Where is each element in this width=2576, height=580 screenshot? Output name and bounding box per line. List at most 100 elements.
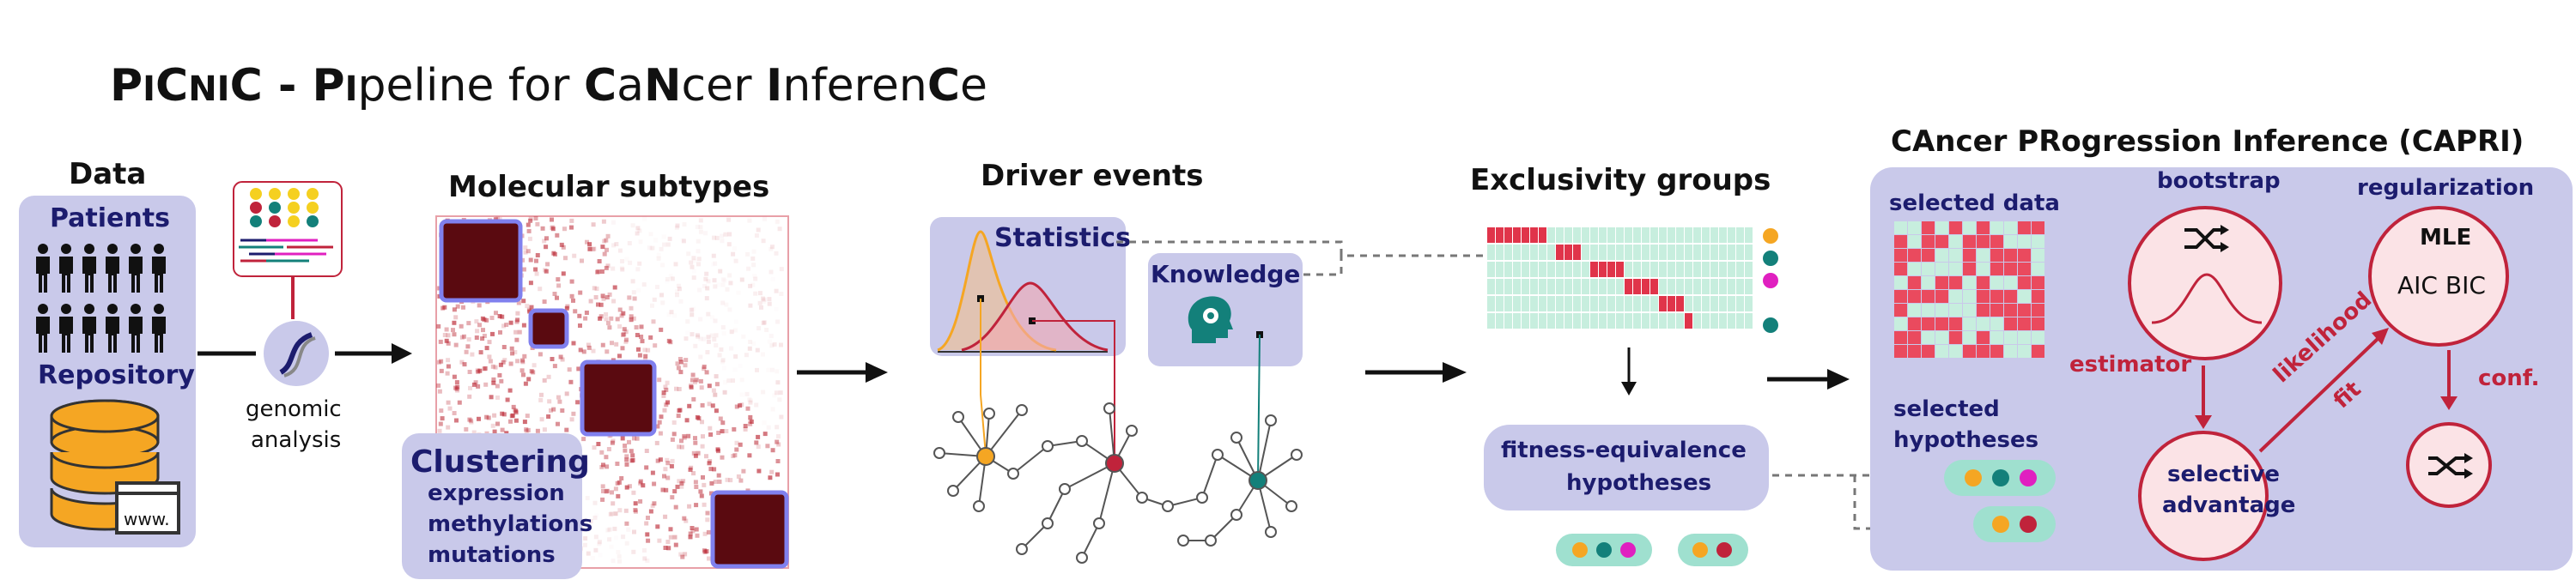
heatmap-cell — [624, 454, 629, 459]
matrix-cell — [1625, 279, 1632, 294]
repository-label: Repository — [38, 360, 195, 390]
person-icon — [152, 244, 166, 293]
heatmap-cell — [722, 331, 726, 335]
heatmap-cell — [446, 364, 451, 369]
heatmap-cell — [691, 471, 696, 476]
heatmap-cell — [713, 392, 718, 397]
heatmap-cell — [726, 217, 732, 222]
heatmap-cell — [637, 228, 642, 233]
heatmap-cell — [729, 329, 734, 335]
heatmap-cell — [495, 421, 500, 426]
matrix-cell — [1685, 313, 1692, 329]
heatmap-cell — [652, 297, 657, 302]
heatmap-cell — [702, 482, 707, 487]
heatmap-cell — [635, 436, 640, 441]
heatmap-cell — [462, 362, 467, 367]
selected-data-cell — [1990, 276, 2003, 289]
heatmap-cell — [495, 216, 500, 221]
heatmap-cell — [716, 473, 721, 478]
matrix-cell — [1496, 279, 1504, 294]
heatmap-cell — [665, 400, 670, 405]
database-icon — [50, 399, 180, 535]
heatmap-cell — [723, 380, 727, 384]
heatmap-cell — [665, 277, 670, 281]
heatmap-cell — [709, 333, 714, 338]
matrix-cell — [1607, 313, 1615, 329]
heatmap-cell — [459, 359, 465, 365]
chip-dot — [269, 188, 281, 200]
heatmap-cell — [624, 457, 629, 462]
heatmap-cell — [705, 511, 710, 516]
matrix-cell — [1487, 245, 1495, 260]
heatmap-cell — [690, 307, 695, 311]
heatmap-cell — [546, 374, 551, 379]
heatmap-cell — [766, 368, 770, 372]
heatmap-cell — [510, 351, 515, 356]
heatmap-cell — [683, 358, 689, 363]
heatmap-cell — [495, 384, 500, 389]
selected-data-cell — [1894, 331, 1907, 344]
heatmap-cell — [517, 329, 522, 335]
heatmap-cell — [747, 218, 752, 223]
heatmap-cell — [620, 259, 625, 263]
heatmap-cell — [713, 480, 718, 484]
matrix-cell — [1736, 279, 1744, 294]
heatmap-cell — [544, 245, 549, 250]
matrix-cell — [1659, 313, 1667, 329]
heatmap-cell — [672, 313, 677, 317]
heatmap-cell — [777, 397, 782, 402]
heatmap-cell — [650, 246, 654, 251]
matrix-cell — [1728, 279, 1735, 294]
network-edge — [1047, 488, 1066, 524]
matrix-cell — [1728, 313, 1735, 329]
heatmap-cell — [440, 416, 445, 421]
selected-data-cell — [2018, 331, 2031, 344]
heatmap-cell — [490, 423, 495, 428]
selected-data-cell — [2032, 331, 2044, 344]
matrix-cell — [1710, 262, 1718, 277]
selected-data-cell — [1935, 249, 1948, 262]
matrix-cell — [1745, 296, 1753, 311]
heatmap-cell — [670, 276, 675, 281]
exclusivity-matrix — [1487, 227, 1778, 333]
heatmap-cell — [633, 508, 638, 512]
heatmap-cell — [577, 313, 582, 318]
heatmap-cell — [605, 295, 610, 299]
heatmap-cell — [575, 400, 580, 405]
heatmap-cell — [586, 345, 592, 350]
matrix-cell — [1487, 262, 1495, 277]
heatmap-cell — [691, 256, 696, 261]
heatmap-cell — [587, 246, 592, 251]
heatmap-cell — [695, 224, 700, 229]
matrix-cell — [1599, 296, 1607, 311]
heatmap-cell — [746, 266, 751, 271]
heatmap-cell — [734, 440, 739, 445]
sequencing-chip-icon — [233, 181, 343, 277]
heatmap-cell — [710, 403, 715, 408]
heatmap-cell — [569, 417, 574, 422]
heatmap-cell — [647, 245, 652, 251]
heatmap-cell — [585, 496, 590, 500]
heatmap-cell — [758, 291, 762, 296]
network-edge — [985, 409, 1023, 457]
matrix-cell — [1676, 296, 1684, 311]
matrix-cell — [1564, 227, 1572, 243]
heatmap-cell — [638, 480, 643, 486]
heatmap-cell — [481, 328, 485, 333]
selected-data-cell — [1990, 331, 2003, 344]
heatmap-cell — [643, 357, 648, 362]
heatmap-cell — [750, 283, 755, 287]
person-icon — [152, 304, 166, 353]
selected-data-cell — [1990, 235, 2003, 248]
heatmap-cell — [611, 243, 617, 248]
heatmap-cell — [703, 549, 708, 554]
matrix-cell — [1625, 245, 1632, 260]
heatmap-cell — [467, 370, 472, 374]
person-icon — [59, 304, 73, 353]
heatmap-cell — [749, 420, 754, 424]
heatmap-cell — [691, 450, 696, 456]
heatmap-cell — [734, 319, 738, 323]
heatmap-cell — [650, 245, 655, 251]
heatmap-cell — [756, 227, 761, 233]
network-node — [1230, 432, 1242, 444]
